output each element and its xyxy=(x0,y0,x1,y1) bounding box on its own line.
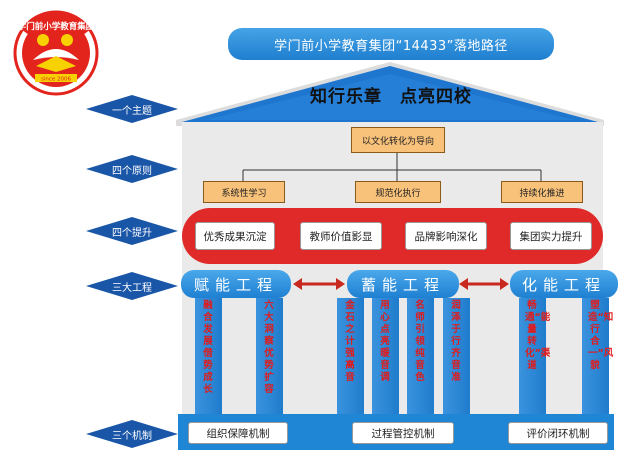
improvement-box: 品牌影响深化 xyxy=(405,222,487,250)
project-header: 蓄能工程 xyxy=(347,270,459,298)
pillar xyxy=(582,298,609,416)
label-four-improvements: 四个提升 xyxy=(86,217,178,245)
roof-shape xyxy=(176,62,604,126)
principle-box: 持续化推进 xyxy=(501,181,583,203)
label-three-mechanisms: 三个机制 xyxy=(86,420,178,448)
diamond-shape xyxy=(86,95,178,123)
double-arrow-icon xyxy=(293,278,345,290)
pillar xyxy=(256,298,283,416)
pillar-text: 融合发展借势成长 xyxy=(203,300,213,395)
diamond-shape xyxy=(86,217,178,245)
pillar xyxy=(337,298,364,416)
pillar-text: 润泽于行齐音准 xyxy=(451,300,461,383)
pillar-text: 畅通“能量转化”渠道 xyxy=(525,300,551,371)
improvement-box: 集团实力提升 xyxy=(510,222,592,250)
mechanism-box: 过程管控机制 xyxy=(352,422,454,444)
label-four-principles: 四个原则 xyxy=(86,155,178,183)
principle-box: 系统性学习 xyxy=(203,181,285,203)
diamond-shape xyxy=(86,155,178,183)
pillar xyxy=(195,298,222,416)
pillar-text: 塑造“知行合一”风貌 xyxy=(588,300,614,371)
pillar-text: 金石之计强高音 xyxy=(345,300,355,383)
improvement-box: 教师价值影显 xyxy=(300,222,382,250)
guide-box: 以文化转化为导向 xyxy=(351,127,445,153)
pillar xyxy=(407,298,434,416)
project-header: 赋能工程 xyxy=(181,270,291,298)
diamond-shape xyxy=(86,272,178,300)
project-header: 化能工程 xyxy=(510,270,618,298)
principle-box: 规范化执行 xyxy=(355,181,441,203)
pillar xyxy=(372,298,399,416)
theme-text: 知行乐章 点亮四校 xyxy=(310,87,472,107)
pillar xyxy=(519,298,546,416)
label-one-theme: 一个主题 xyxy=(86,95,178,123)
svg-text:学门前小学教育集团: 学门前小学教育集团 xyxy=(18,21,95,32)
school-logo: 学门前小学教育集团 since 2006 xyxy=(11,10,101,96)
pillar-text: 名师引领纯音色 xyxy=(415,300,425,383)
pillar xyxy=(443,298,470,416)
diagram-title: 学门前小学教育集团“14433”落地路径 xyxy=(228,28,554,60)
label-three-projects: 三大工程 xyxy=(86,272,178,300)
svg-text:since 2006: since 2006 xyxy=(41,77,72,83)
double-arrow-icon xyxy=(459,278,509,290)
improvement-box: 优秀成果沉淀 xyxy=(195,222,275,250)
mechanism-box: 组织保障机制 xyxy=(188,422,288,444)
pillar-text: 六大洞察优势扩容 xyxy=(264,300,274,395)
pillar-text: 用心点亮暖音调 xyxy=(380,300,390,383)
mechanism-box: 评价闭环机制 xyxy=(508,422,608,444)
diamond-shape xyxy=(86,420,178,448)
